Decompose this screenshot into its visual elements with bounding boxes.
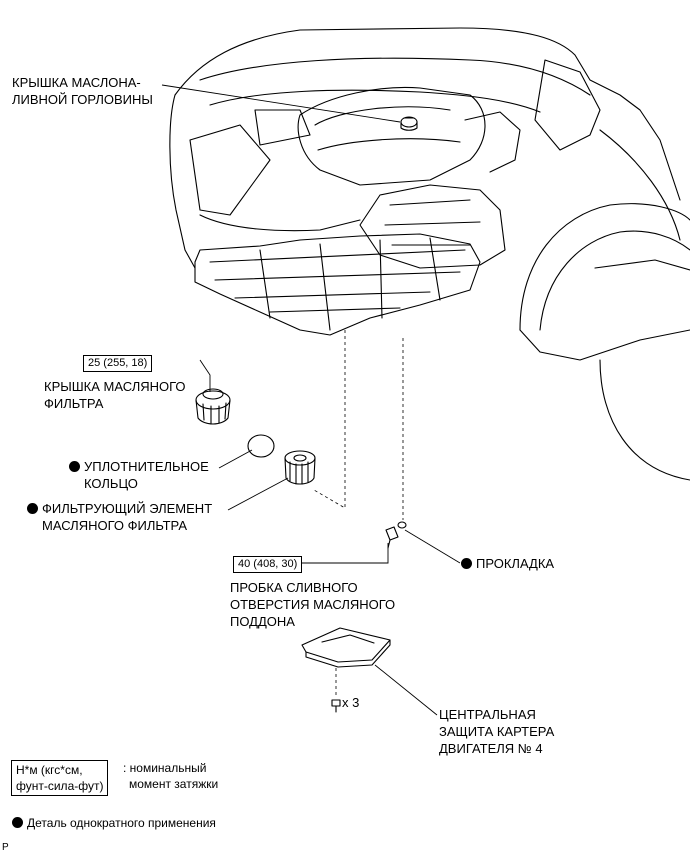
bolt-part xyxy=(331,699,341,713)
corner-mark: P xyxy=(2,842,9,853)
label-o-ring: УПЛОТНИТЕЛЬНОЕ КОЛЬЦО xyxy=(69,458,209,492)
torque-oil-filter-cap: 25 (255, 18) xyxy=(83,355,153,372)
label-oil-filter-cap: КРЫШКА МАСЛЯНОГО ФИЛЬТРА xyxy=(44,379,186,411)
legend-torque-unit: Н*м (кгс*см, фунт-сила-фут) xyxy=(11,760,109,796)
legend-torque-description: : номинальный момент затяжки xyxy=(123,761,219,791)
label-drain-plug: ПРОБКА СЛИВНОГО ОТВЕРСТИЯ МАСЛЯНОГО ПОДД… xyxy=(230,580,396,629)
engine-under-cover-part xyxy=(301,627,391,668)
label-bolt-quantity: x 3 xyxy=(342,695,360,710)
legend-non-reusable: Деталь однократного применения xyxy=(12,815,216,831)
alignment-lines xyxy=(313,330,404,698)
gasket-part xyxy=(397,521,407,529)
car-body xyxy=(169,27,690,481)
o-ring-part xyxy=(247,434,275,458)
non-reusable-icon xyxy=(27,503,38,514)
non-reusable-icon xyxy=(461,558,472,569)
filter-element-part xyxy=(284,450,316,485)
oil-filler-cap-part xyxy=(400,116,418,131)
oil-filter-cap-part xyxy=(195,388,231,425)
non-reusable-icon xyxy=(69,461,80,472)
non-reusable-icon xyxy=(12,817,23,828)
label-oil-filler-cap: КРЫШКА МАСЛОНА- ЛИВНОЙ ГОРЛОВИНЫ xyxy=(12,75,153,107)
label-gasket: ПРОКЛАДКА xyxy=(461,555,554,572)
label-filter-element: ФИЛЬТРУЮЩИЙ ЭЛЕМЕНТ МАСЛЯНОГО ФИЛЬТРА xyxy=(27,500,212,534)
leader-lines xyxy=(161,84,461,716)
torque-drain-plug: 40 (408, 30) xyxy=(233,556,303,573)
label-under-cover: ЦЕНТРАЛЬНАЯ ЗАЩИТА КАРТЕРА ДВИГАТЕЛЯ № 4 xyxy=(439,707,555,756)
